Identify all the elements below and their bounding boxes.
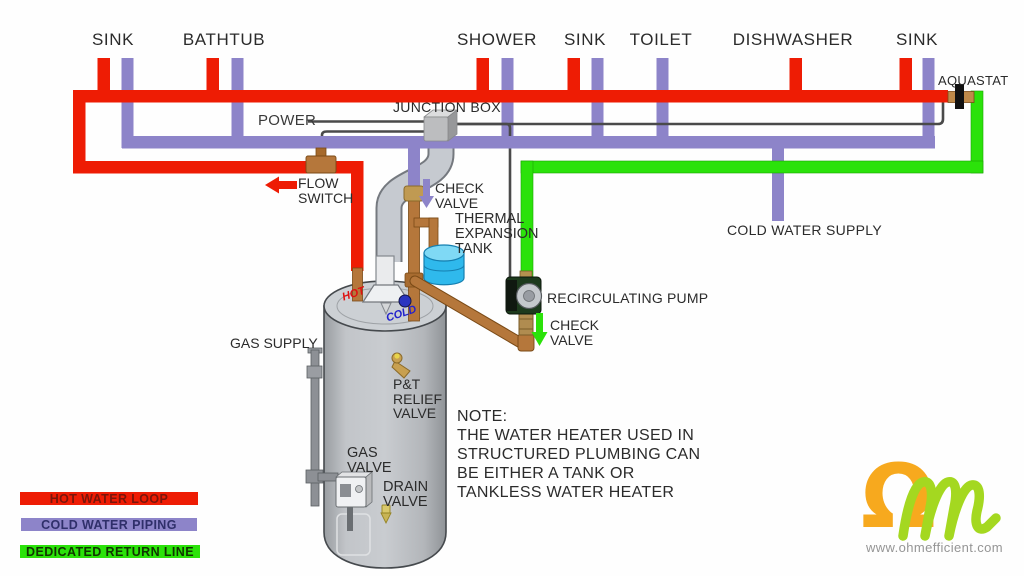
- gas-supply-line: [305, 347, 339, 507]
- legend-hot-water-loop-label: HOT WATER LOOP: [49, 491, 169, 506]
- check-valve-return-line1: CHECK: [550, 317, 600, 333]
- power-wires: [308, 94, 952, 278]
- note-block: NOTE: THE WATER HEATER USED IN STRUCTURE…: [457, 407, 700, 502]
- check-valve-return-fitting: [518, 312, 534, 336]
- thermal-expansion-tank-label: THERMAL EXPANSION TANK: [455, 211, 539, 258]
- flow-switch-label-line2: SWITCH: [298, 189, 354, 206]
- draft-hood-cone: [361, 284, 411, 303]
- hot-main-pipe: [73, 90, 948, 103]
- legend-cold-water-piping: COLD WATER PIPING: [21, 517, 197, 532]
- check-valve-return-line2: VALVE: [550, 331, 594, 348]
- website-url: www.ohmefficient.com: [865, 540, 1004, 555]
- drain-valve-line2: VALVE: [383, 494, 428, 511]
- pt-relief-valve-icon: [391, 352, 411, 379]
- cold-pipe-to-heater: [408, 142, 420, 189]
- note-line-1: THE WATER HEATER USED IN: [457, 427, 695, 444]
- fixture-label-sink-1: SINK: [91, 30, 135, 49]
- check-valve-return-arrow: [531, 313, 548, 346]
- ohm-logo: Ω: [861, 445, 1001, 548]
- tet-line3: TANK: [455, 241, 493, 258]
- return-pipe-copper: [410, 276, 531, 351]
- aquastat-label: AQUASTAT: [938, 73, 1009, 88]
- thermal-expansion-tank: [423, 244, 465, 286]
- logo-green-m: [898, 477, 1001, 541]
- cold-water-piping: [122, 136, 935, 221]
- check-valve-cold-line2: VALVE: [435, 194, 479, 211]
- check-valve-cold-label: CHECK VALVE: [435, 181, 484, 210]
- tet-line2: EXPANSION: [455, 226, 539, 243]
- fixture-label-dishwasher: DISHWASHER: [732, 30, 854, 49]
- recirculating-pump: [505, 270, 543, 315]
- junction-box: [422, 109, 459, 142]
- fixture-label-toilet: TOILET: [629, 30, 693, 49]
- aquastat: [947, 84, 975, 109]
- note-heading: NOTE:: [457, 408, 508, 425]
- flow-switch-label: FLOW SWITCH: [298, 176, 353, 205]
- junction-box-label: JUNCTION BOX: [393, 99, 501, 115]
- draft-hood-spike: [380, 302, 392, 316]
- dedicated-return-line: [520, 90, 984, 281]
- gas-supply-label: GAS SUPPLY: [230, 335, 318, 351]
- pt-line3: VALVE: [393, 405, 437, 422]
- pt-line1: P&T: [393, 376, 421, 392]
- drain-valve-label: DRAIN VALVE: [383, 479, 429, 511]
- cold-main-pipe: [122, 136, 935, 149]
- pump-wire: [456, 122, 512, 278]
- cold-water-fixture-stubs: [121, 58, 935, 148]
- hot-port-label: HOT: [340, 284, 367, 304]
- note-line-3: BE EITHER A TANK OR: [457, 465, 635, 482]
- hot-loop-return-pipe: [73, 161, 363, 174]
- legend-cold-water-piping-label: COLD WATER PIPING: [41, 517, 177, 532]
- hot-water-loop: [73, 58, 948, 271]
- ball-valve-handle: [398, 294, 412, 308]
- drain-valve-icon: [380, 504, 392, 525]
- gas-valve: [334, 471, 374, 531]
- power-label: POWER: [258, 112, 317, 129]
- legend-dedicated-return-line-label: DEDICATED RETURN LINE: [26, 544, 194, 559]
- tet-line1: THERMAL: [455, 211, 525, 227]
- legend-hot-water-loop: HOT WATER LOOP: [20, 491, 198, 506]
- gas-valve-line1: GAS: [347, 445, 378, 461]
- pt-relief-valve-label: P&T RELIEF VALVE: [393, 377, 442, 421]
- return-elbow: [517, 333, 535, 352]
- draft-hood-pipe: [375, 255, 395, 287]
- fixture-label-shower: SHOWER: [456, 30, 538, 49]
- hot-pipe-to-heater: [351, 161, 364, 271]
- drain-valve-line1: DRAIN: [383, 479, 429, 495]
- fixture-label-sink-3: SINK: [895, 30, 939, 49]
- burner-access-panel: [336, 513, 371, 556]
- recirculating-pump-label: RECIRCULATING PUMP: [547, 290, 709, 306]
- fixture-label-bathtub: BATHTUB: [182, 30, 266, 49]
- cold-water-supply-label: COLD WATER SUPPLY: [727, 222, 882, 238]
- note-line-4: TANKLESS WATER HEATER: [457, 484, 675, 501]
- check-valve-cold-arrow: [419, 179, 434, 208]
- hot-port-nipple: [352, 267, 363, 302]
- check-valve-return-label: CHECK VALVE: [550, 318, 599, 347]
- flow-switch: [305, 147, 337, 174]
- cold-water-supply-pipe: [772, 142, 784, 221]
- flow-direction-arrow: [265, 176, 297, 194]
- check-valve-cold-line1: CHECK: [435, 180, 485, 196]
- pt-line2: RELIEF: [393, 390, 443, 407]
- legend-dedicated-return-line: DEDICATED RETURN LINE: [20, 544, 200, 559]
- flow-switch-wire: [320, 130, 432, 150]
- note-line-2: STRUCTURED PLUMBING CAN: [457, 446, 701, 463]
- fixture-label-sink-2: SINK: [563, 30, 607, 49]
- flow-switch-label-line1: FLOW: [298, 175, 339, 191]
- gas-valve-label: GAS VALVE: [347, 445, 392, 477]
- gas-valve-line2: VALVE: [347, 460, 392, 477]
- aquastat-wire: [455, 94, 952, 126]
